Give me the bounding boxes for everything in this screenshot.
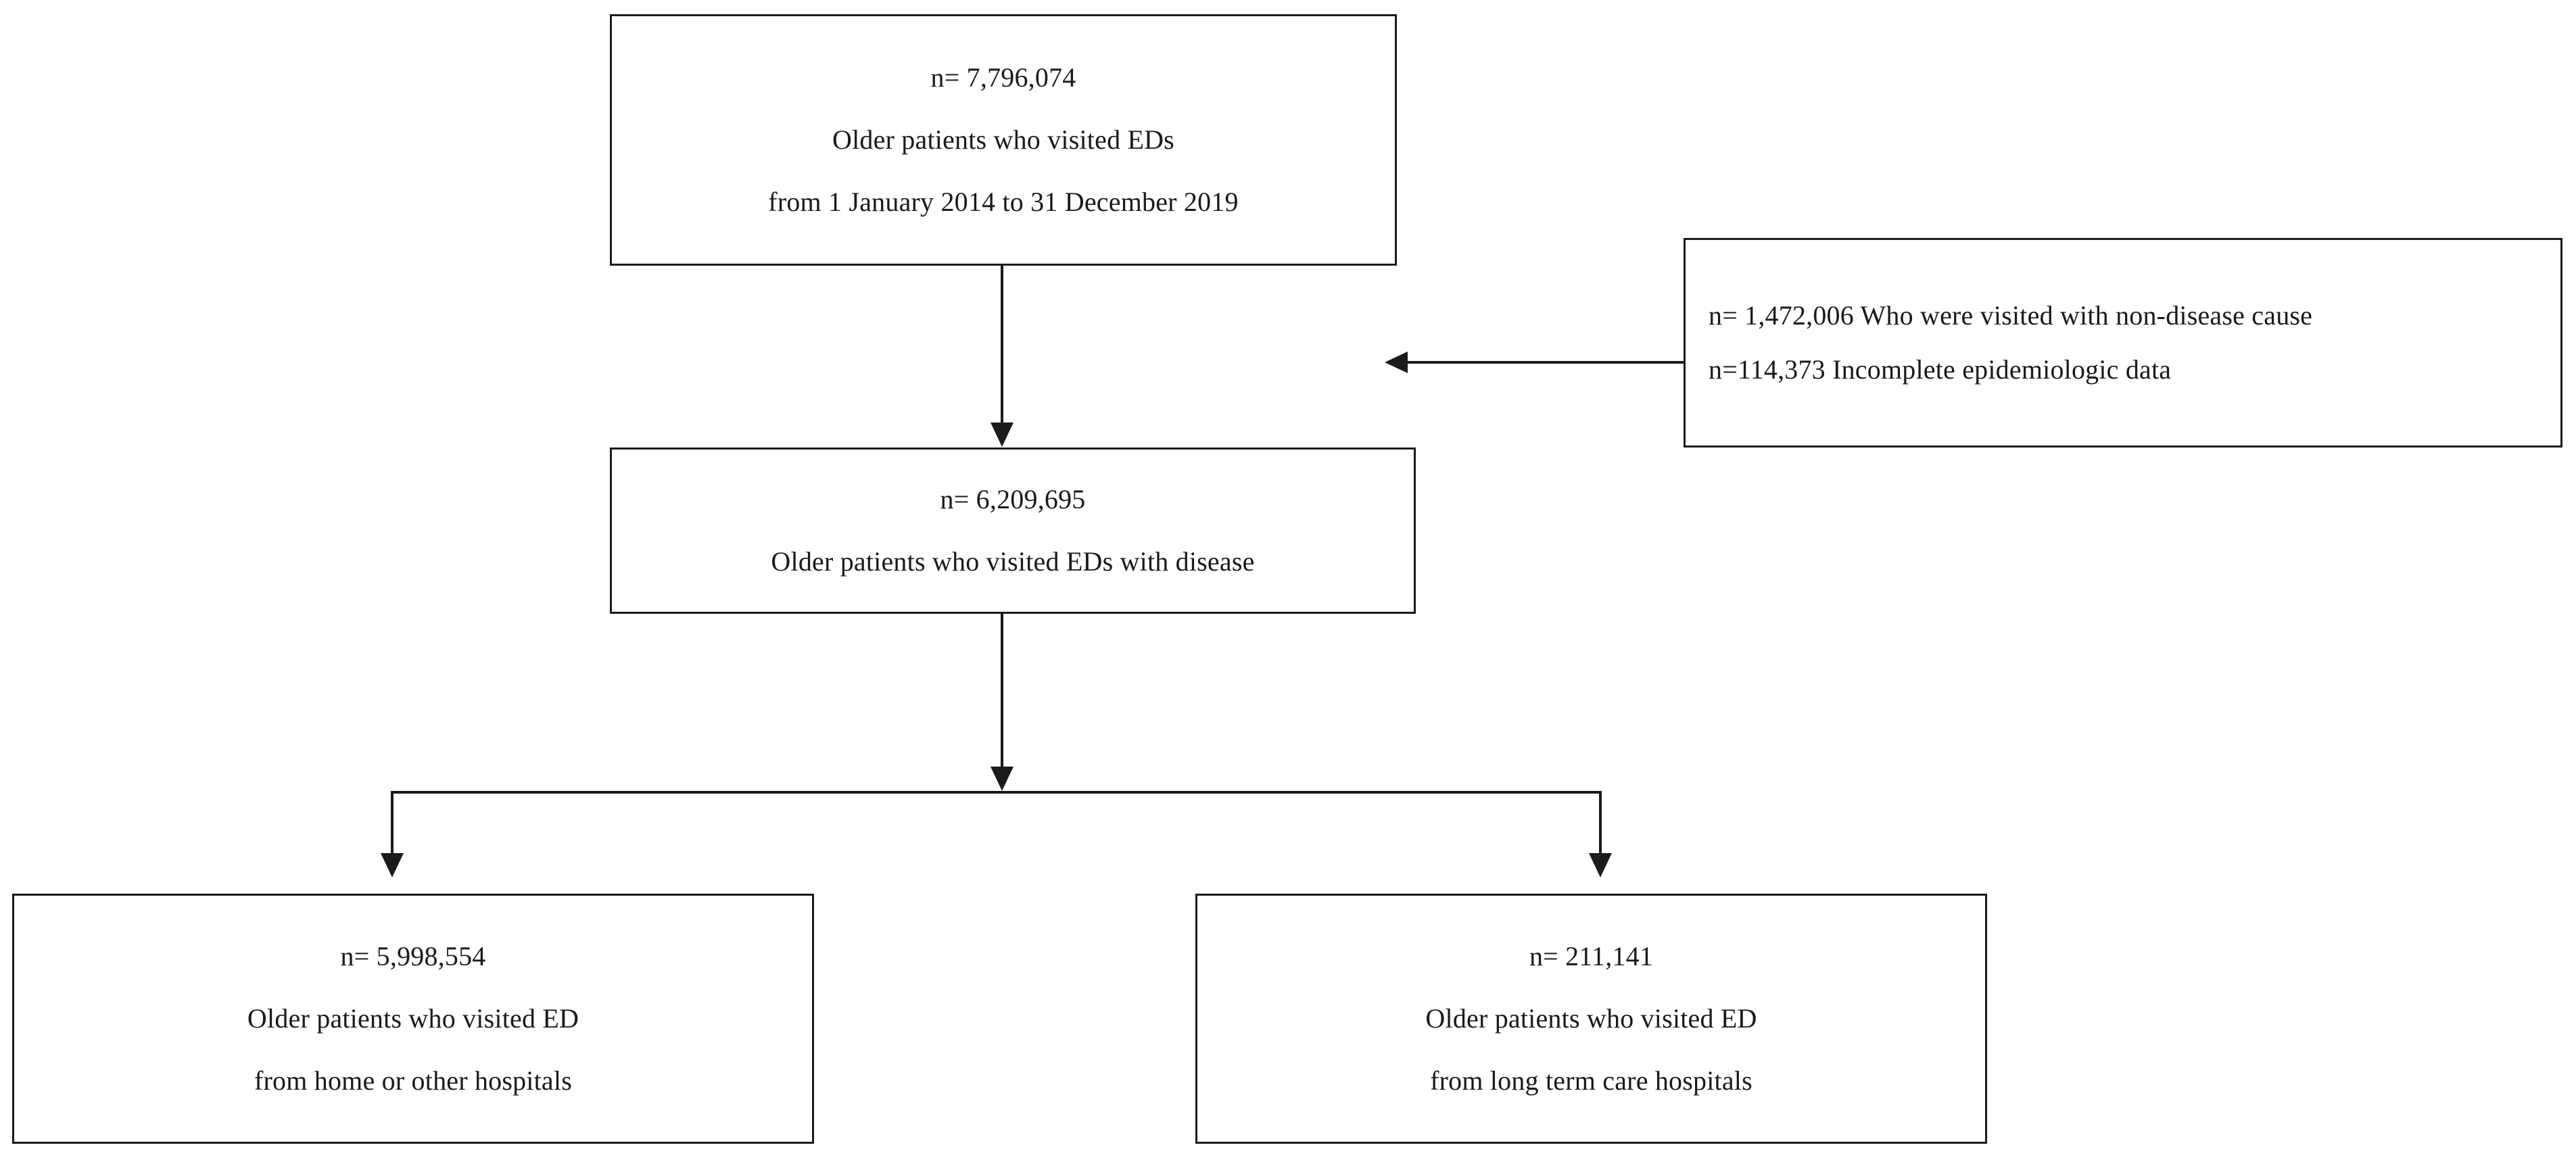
cohort-total-n: n= 7,796,074: [930, 62, 1076, 93]
split-bar: [391, 791, 1602, 794]
cohort-total-line3: from 1 January 2014 to 31 December 2019: [768, 187, 1239, 217]
edge-split-to-ltc-arrowhead: [1589, 853, 1612, 877]
edge-disease-split-line: [1001, 614, 1003, 768]
edge-exclusions-line: [1408, 361, 1684, 364]
node-cohort-disease[interactable]: n= 6,209,695 Older patients who visited …: [610, 448, 1416, 614]
edge-split-to-home-line: [391, 791, 393, 854]
from-home-n: n= 5,998,554: [340, 941, 486, 971]
edge-total-to-disease-line: [1001, 266, 1003, 425]
edge-total-to-disease-arrowhead: [991, 422, 1013, 447]
node-exclusions[interactable]: n= 1,472,006 Who were visited with non-d…: [1684, 238, 2562, 448]
cohort-disease-line2: Older patients who visited EDs with dise…: [771, 546, 1255, 577]
from-ltc-line2: Older patients who visited ED: [1425, 1003, 1757, 1034]
node-from-home[interactable]: n= 5,998,554 Older patients who visited …: [12, 894, 814, 1144]
edge-exclusions-arrowhead: [1385, 352, 1408, 373]
exclusions-line1: n= 1,472,006 Who were visited with non-d…: [1709, 300, 2313, 331]
from-home-line3: from home or other hospitals: [254, 1065, 572, 1096]
from-ltc-n: n= 211,141: [1529, 941, 1654, 971]
from-ltc-line3: from long term care hospitals: [1430, 1065, 1752, 1096]
edge-disease-split-arrowhead: [991, 767, 1013, 791]
cohort-disease-n: n= 6,209,695: [940, 484, 1086, 514]
exclusions-line2: n=114,373 Incomplete epidemiologic data: [1709, 354, 2172, 385]
from-home-line2: Older patients who visited ED: [247, 1003, 579, 1034]
node-from-ltc[interactable]: n= 211,141 Older patients who visited ED…: [1195, 894, 1987, 1144]
cohort-total-line2: Older patients who visited EDs: [832, 124, 1174, 155]
edge-split-to-home-arrowhead: [381, 853, 404, 877]
node-cohort-total[interactable]: n= 7,796,074 Older patients who visited …: [610, 14, 1397, 266]
edge-split-to-ltc-line: [1599, 791, 1602, 854]
